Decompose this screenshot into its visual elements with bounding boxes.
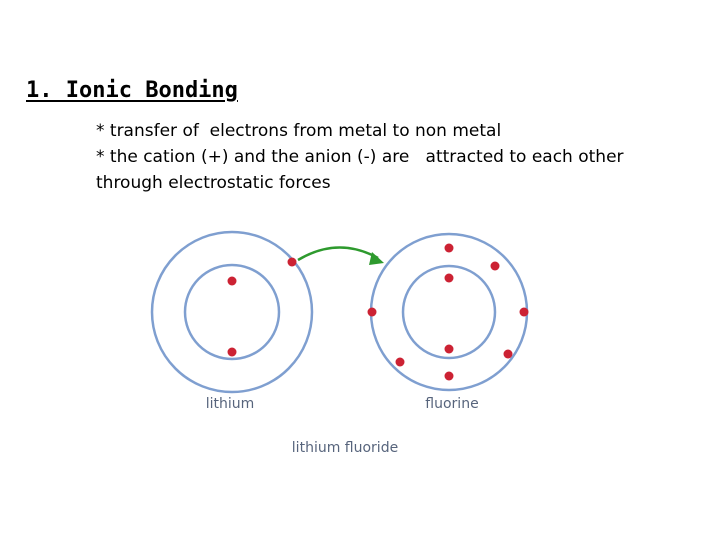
compound-caption: lithium fluoride xyxy=(292,440,398,456)
lithium-outer-shell xyxy=(150,230,314,394)
bullet-point-1: * transfer of electrons from metal to no… xyxy=(96,121,502,141)
fluorine-label: fluorine xyxy=(425,396,478,412)
electron xyxy=(227,276,237,286)
bullet-list: * transfer of electrons from metal to no… xyxy=(96,118,624,196)
electron xyxy=(503,349,513,359)
fluorine-atom xyxy=(367,232,529,392)
arrow-curve xyxy=(297,246,379,262)
lithium-atom xyxy=(150,230,314,394)
bullet-point-2: * the cation (+) and the anion (-) are a… xyxy=(96,147,624,167)
electron xyxy=(519,307,529,317)
transferred-electron xyxy=(287,257,297,267)
electron xyxy=(444,273,454,283)
electron xyxy=(227,347,237,357)
fluorine-inner-shell xyxy=(401,264,497,360)
bullet-point-3: through electrostatic forces xyxy=(96,173,331,193)
electron xyxy=(444,371,454,381)
lithium-label: lithium xyxy=(206,396,255,412)
electron xyxy=(367,307,377,317)
electron xyxy=(395,357,405,367)
electron xyxy=(444,243,454,253)
slide-heading: 1. Ionic Bonding xyxy=(26,78,238,103)
electron-transfer-arrow xyxy=(287,246,384,267)
electron xyxy=(490,261,500,271)
fluorine-outer-shell xyxy=(369,232,529,392)
electron xyxy=(444,344,454,354)
arrowhead-icon xyxy=(369,252,384,265)
lithium-inner-shell xyxy=(183,263,281,361)
